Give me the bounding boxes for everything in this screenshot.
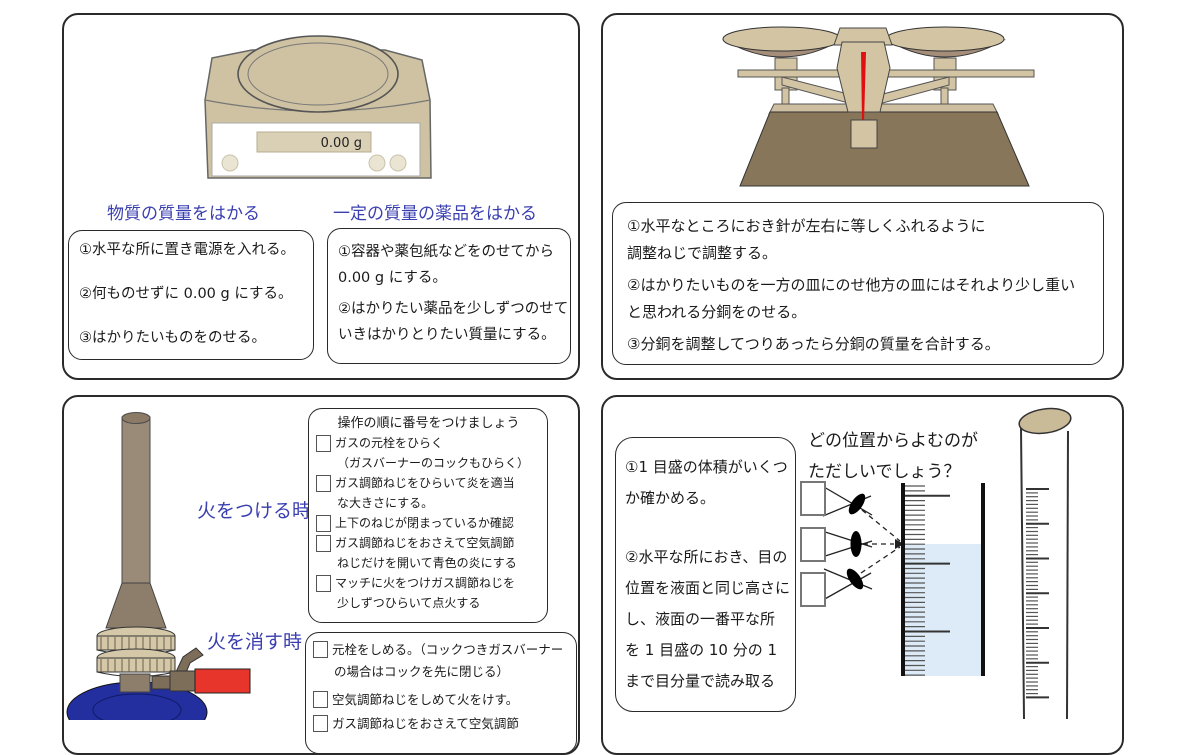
checkbox[interactable] [313,691,328,708]
answer-checkbox-middle[interactable] [800,527,826,562]
checkbox[interactable] [316,435,331,452]
cylinder-steps-box: ①1 目盛の体積がいくつ か確かめる。 ②水平な所におき、目の 位置を液面と同じ… [615,437,796,712]
step-line: 位置を液面と同じ高さに [625,579,791,597]
step-line: 調整ねじで調整する。 [627,244,778,262]
answer-checkbox-bottom[interactable] [800,572,826,607]
extinguishing-checklist-box: 元栓をしめる。（コックつきガスバーナー の場合はコックを先に閉じる） 空気調節ね… [305,632,577,754]
checkbox[interactable] [313,641,328,658]
checklist-item-label: ガス調節ねじをおさえて空気調節 [335,536,515,550]
checklist-item-continuation: ねじだけを開いて青色の炎にする [337,556,517,570]
step-line: いきはかりとりたい質量にする。 [338,327,556,343]
checklist-item-label: ガス調節ねじをおさえて空気調節 [332,716,519,731]
question-line: ただしいでしょう？ [808,462,961,482]
checkbox[interactable] [313,715,328,732]
step-line: まで目分量で読み取る [625,672,776,690]
step-line: を 1 目盛の 10 分の 1 [625,641,778,659]
checklist-item-label: ガス調節ねじをひらいて炎を適当 [335,476,515,490]
electronic-balance-steps-box: ①水平な所に置き電源を入れる。 ②何ものせずに 0.00 g にする。 ③はかり… [68,230,314,360]
fixed-mass-steps-box: ①容器や薬包紙などをのせてから 0.00 g にする。 ②はかりたい薬品を少しず… [327,228,571,364]
reading-position-question: どの位置からよむのが ただしいでしょう？ [808,426,978,488]
checklist-title: 操作の順に番号をつけましょう [337,416,520,431]
checkbox[interactable] [316,475,331,492]
worksheet-page: 0.00 g [62,13,1124,755]
checkbox[interactable] [316,575,331,592]
heading-measure-fixed-mass: 一定の質量の薬品をはかる [333,204,537,224]
label-extinguishing: 火を消す時 [207,631,303,653]
checklist-item-label: マッチに火をつけガス調節ねじを [335,576,516,590]
step-line: ①1 目盛の体積がいくつ [625,458,788,476]
checklist-item-label: ガスの元栓をひらく [335,436,444,450]
step-line: し、液面の一番平な所 [625,610,776,628]
checklist-item-continuation: な大きさにする。 [337,496,434,510]
step-line: ②はかりたい薬品を少しずつのせて [338,301,569,317]
checklist-item-continuation: 少しずつひらいて点火する [337,596,481,610]
step-line: ①容器や薬包紙などをのせてから [338,244,554,260]
step-line: ②水平な所におき、目の [625,548,788,566]
label-lighting: 火をつける時 [197,500,312,522]
lighting-checklist-box: 操作の順に番号をつけましょう ガスの元栓をひらく （ガスバーナーのコックもひらく… [308,408,548,623]
beam-balance-steps-box: ①水平なところにおき針が左右に等しくふれるように 調整ねじで調整する。 ②はかり… [612,202,1104,365]
step-line: と思われる分銅をのせる。 [627,303,807,321]
checklist-item-label: 上下のねじが閉まっているか確認 [335,516,514,530]
checklist-item-continuation: の場合はコックを先に閉じる） [334,664,510,679]
checklist-item-label: 空気調節ねじをしめて火をけす。 [332,692,519,707]
answer-checkbox-top[interactable] [800,481,826,516]
step-line: ②何ものせずに 0.00 g にする。 [79,286,293,302]
step-line: ②はかりたいものを一方の皿にのせ他方の皿にはそれより少し重い [627,276,1076,294]
step-line: ①水平な所に置き電源を入れる。 [79,242,295,258]
checklist-item-label: 元栓をしめる。（コックつきガスバーナー [332,642,564,657]
step-line: 0.00 g にする。 [338,270,447,286]
step-line: か確かめる。 [625,489,716,507]
heading-measure-substance-mass: 物質の質量をはかる [107,204,260,224]
step-line: ③分銅を調整してつりあったら分銅の質量を合計する。 [627,335,1000,353]
checkbox[interactable] [316,535,331,552]
step-line: ③はかりたいものをのせる。 [79,330,266,346]
question-line: どの位置からよむのが [808,431,978,451]
step-line: ①水平なところにおき針が左右に等しくふれるように [627,217,986,235]
checkbox[interactable] [316,515,331,532]
checklist-item-continuation: （ガスバーナーのコックもひらく） [337,456,530,470]
